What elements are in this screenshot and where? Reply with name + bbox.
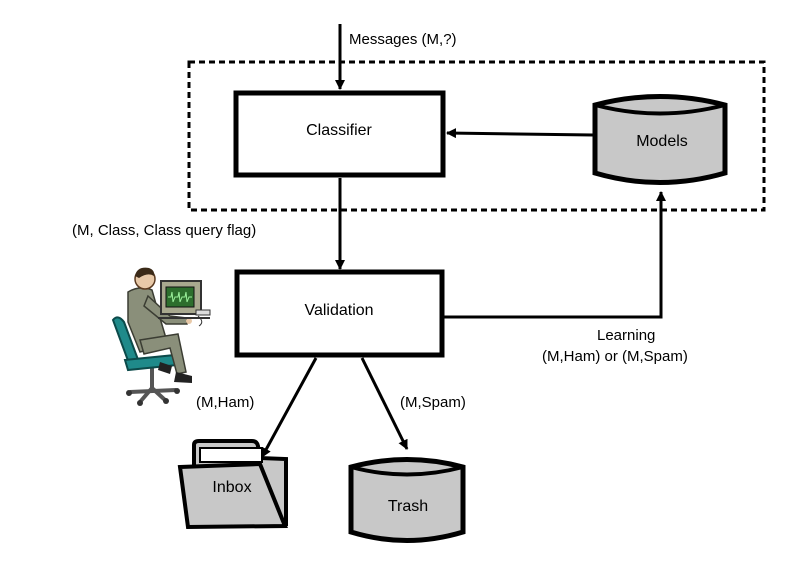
validation-label: Validation	[304, 302, 373, 319]
learning-feedback-arrow	[442, 191, 666, 319]
inbox-label: Inbox	[212, 479, 251, 496]
validation-node: Validation	[234, 269, 445, 358]
spam-arrow	[360, 357, 409, 450]
models-node: Models	[592, 94, 728, 185]
inbox-node: Inbox	[177, 439, 288, 530]
classifier-label: Classifier	[306, 122, 372, 139]
classifier-box	[233, 90, 446, 178]
models-label: Models	[636, 133, 688, 150]
validation-box	[234, 269, 445, 358]
classifier-node: Classifier	[233, 90, 446, 178]
trash-label: Trash	[388, 498, 428, 515]
input-label: Messages (M,?)	[349, 31, 457, 48]
spam-label: (M,Spam)	[400, 394, 466, 411]
classifier-output-label: (M, Class, Class query flag)	[72, 222, 256, 239]
learning-label: Learning	[597, 327, 655, 344]
database-cylinder-icon	[592, 94, 728, 185]
folder-icon	[177, 439, 288, 530]
database-cylinder-icon	[348, 457, 466, 543]
person-at-computer-icon	[111, 267, 211, 406]
models-to-classifier-arrow	[446, 128, 594, 139]
learning-detail-label: (M,Ham) or (M,Spam)	[542, 348, 688, 365]
model-group-boundary	[187, 60, 766, 212]
ham-arrow	[260, 357, 318, 458]
ham-label: (M,Ham)	[196, 394, 254, 411]
trash-node: Trash	[348, 457, 466, 543]
